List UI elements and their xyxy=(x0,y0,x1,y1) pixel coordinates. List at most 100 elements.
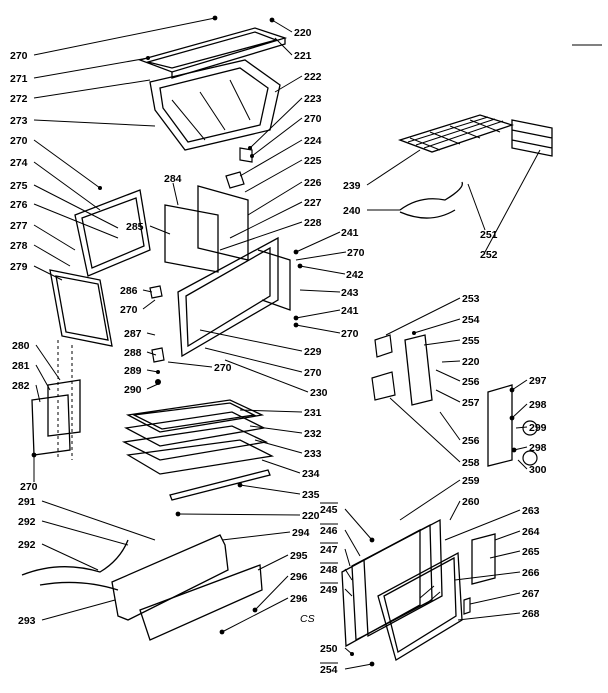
callout: 292 xyxy=(18,539,36,551)
callout: 279 xyxy=(10,261,28,273)
callout: 232 xyxy=(304,428,322,440)
part-switch-258 xyxy=(371,371,396,401)
part-cord-292 xyxy=(21,539,129,591)
callout: 287 xyxy=(124,328,142,340)
callout: 230 xyxy=(310,387,328,399)
callout: 254 xyxy=(462,314,480,326)
callout: 258 xyxy=(462,457,480,469)
part-rack-grid xyxy=(407,116,504,151)
callout: 242 xyxy=(346,269,364,281)
callout: 300 xyxy=(529,464,547,476)
part-knob-299 xyxy=(522,420,538,436)
callout: 226 xyxy=(304,177,322,189)
callout: 231 xyxy=(304,407,322,419)
callout: 270 xyxy=(347,247,365,259)
part-front-frame xyxy=(177,236,279,358)
callout: 290 xyxy=(124,384,142,396)
callout: 224 xyxy=(304,135,322,147)
callout-labels: 270 220 221 271 222 272 223 273 270 270 … xyxy=(10,27,547,676)
part-bar-235 xyxy=(169,469,271,501)
callout: 281 xyxy=(12,360,30,372)
callout: 256 xyxy=(462,435,480,447)
callout: 297 xyxy=(529,375,547,387)
callout: 239 xyxy=(343,180,361,192)
callout: 289 xyxy=(124,365,142,377)
callout: 220 xyxy=(294,27,312,39)
callout: 241 xyxy=(341,305,359,317)
part-top-frame-edge xyxy=(171,38,286,79)
callout: 299 xyxy=(529,422,547,434)
leader-lines xyxy=(33,17,541,670)
callout: 267 xyxy=(522,588,540,600)
callout: 245 xyxy=(320,504,338,516)
part-rack-239 xyxy=(397,114,515,153)
callout: 280 xyxy=(12,340,30,352)
part-panel-297 xyxy=(487,384,513,467)
callout: 270 xyxy=(10,50,28,62)
part-left-frame xyxy=(74,189,151,277)
callout: 260 xyxy=(462,496,480,508)
callout: 286 xyxy=(120,285,138,297)
callout: 254 xyxy=(320,664,338,676)
part-drawer-side xyxy=(139,564,263,641)
callout: 235 xyxy=(302,489,320,501)
part-screw-290 xyxy=(155,379,161,385)
callout: 233 xyxy=(304,448,322,460)
callout: 234 xyxy=(302,468,320,480)
callout: 266 xyxy=(522,567,540,579)
callout: 270 xyxy=(304,113,322,125)
callout: 250 xyxy=(320,643,338,655)
callout: 292 xyxy=(18,516,36,528)
callout: 288 xyxy=(124,347,142,359)
part-burner-lines xyxy=(171,79,251,141)
part-guide-lines xyxy=(57,340,73,460)
part-pan-232 xyxy=(123,411,267,447)
part-knob-bracket xyxy=(374,334,393,358)
part-control-panel xyxy=(404,334,433,406)
callout: 225 xyxy=(304,155,322,167)
callout: 270 xyxy=(214,362,232,374)
callout: 255 xyxy=(462,335,480,347)
part-pan-233 xyxy=(121,425,269,461)
callout: 221 xyxy=(294,50,312,62)
callout: 277 xyxy=(10,220,28,232)
callout: 263 xyxy=(522,505,540,517)
callout: 229 xyxy=(304,346,322,358)
callout: 249 xyxy=(320,584,338,596)
callout: 295 xyxy=(290,550,308,562)
callout: 270 xyxy=(341,328,359,340)
part-strip-267 xyxy=(463,597,471,615)
part-panel-284 xyxy=(164,204,219,273)
callout: 257 xyxy=(462,397,480,409)
callout: 243 xyxy=(341,287,359,299)
callout: 227 xyxy=(304,197,322,209)
callout: 265 xyxy=(522,546,540,558)
part-element-240 xyxy=(399,181,464,219)
part-hinge-286 xyxy=(149,285,163,299)
callout: 298 xyxy=(529,442,547,454)
callout: 298 xyxy=(529,399,547,411)
callout: 271 xyxy=(10,73,28,85)
callout: 296 xyxy=(290,593,308,605)
callout: 268 xyxy=(522,608,540,620)
callout: 241 xyxy=(341,227,359,239)
callout: 270 xyxy=(10,135,28,147)
callout: 253 xyxy=(462,293,480,305)
callout: 246 xyxy=(320,525,338,537)
callout: 273 xyxy=(10,115,28,127)
callout: 274 xyxy=(10,157,28,169)
callout: 240 xyxy=(343,205,361,217)
leader-dots xyxy=(31,15,517,667)
callout: 275 xyxy=(10,180,28,192)
part-tray-234 xyxy=(126,439,275,475)
callout: 270 xyxy=(120,304,138,316)
callout: 251 xyxy=(480,229,498,241)
part-door-inner xyxy=(363,518,443,638)
part-drawer-294 xyxy=(111,534,229,621)
callout: 259 xyxy=(462,475,480,487)
callout: 220 xyxy=(302,510,320,522)
parts-drawings xyxy=(21,27,553,661)
callout: 220 xyxy=(462,356,480,368)
